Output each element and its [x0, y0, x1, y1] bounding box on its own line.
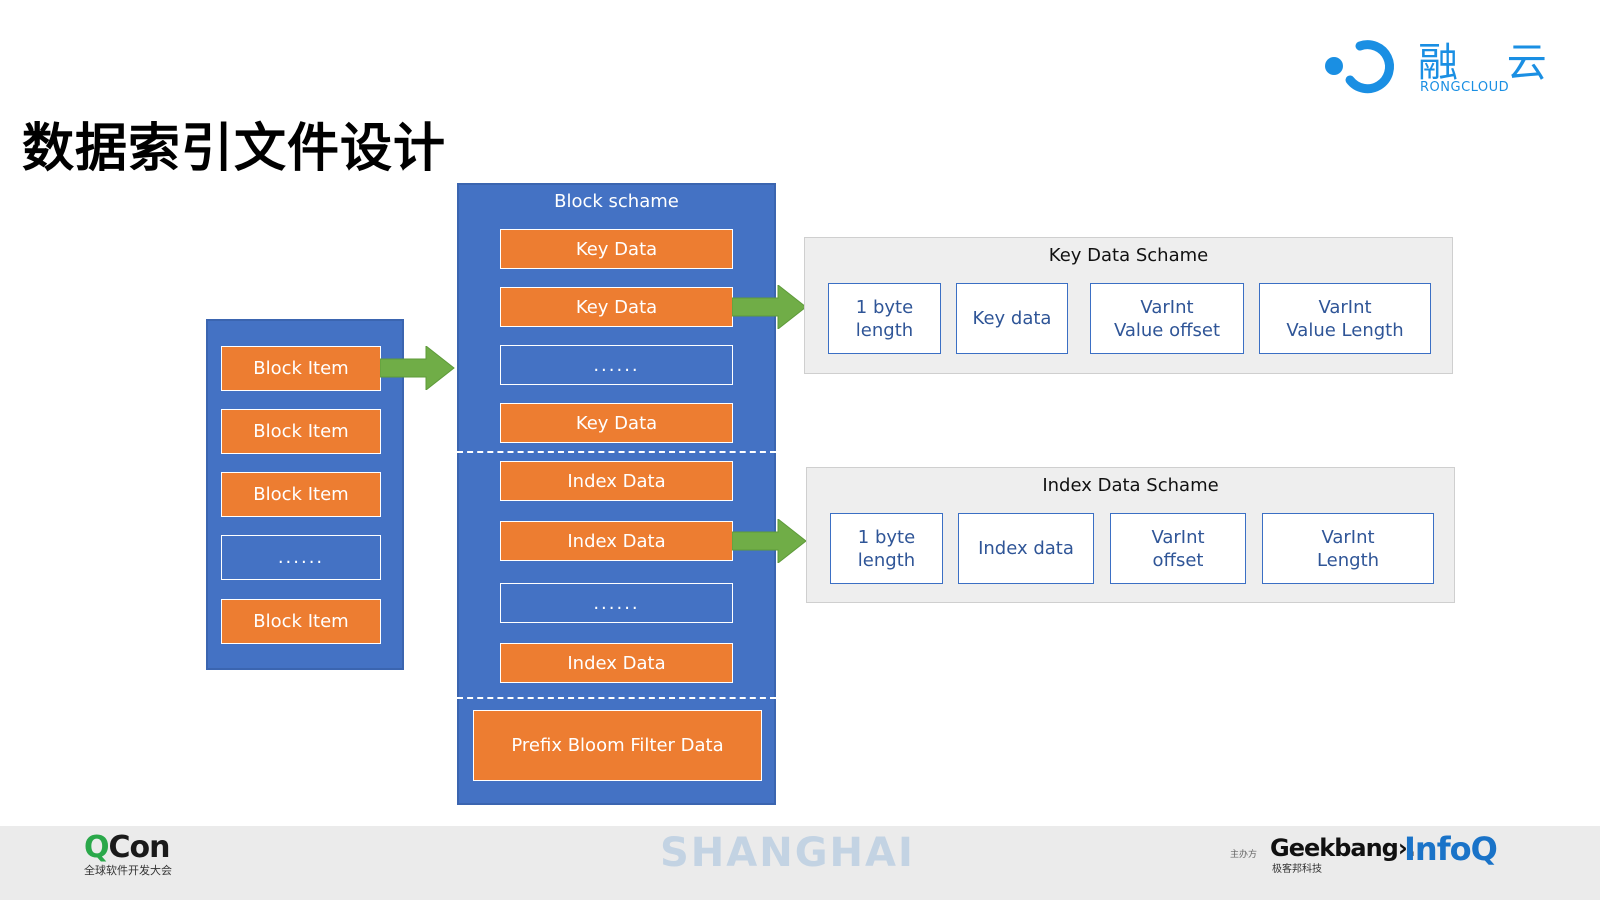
qcon-logo-con: Con: [108, 830, 171, 865]
block-item: Block Item: [221, 599, 381, 644]
block-item: Block Item: [221, 472, 381, 517]
key-field-length: 1 byte length: [828, 283, 941, 354]
block-item: Block Item: [221, 346, 381, 391]
block-item: Block Item: [221, 409, 381, 454]
geekbang-subtitle: 极客邦科技: [1272, 864, 1322, 875]
key-data-ellipsis: ......: [500, 345, 733, 385]
key-field-value-length: VarInt Value Length: [1259, 283, 1431, 354]
arrow-right-icon: [380, 346, 455, 390]
prefix-bloom-filter-data: Prefix Bloom Filter Data: [473, 710, 762, 781]
index-field-index-data: Index data: [958, 513, 1094, 584]
section-divider: [457, 697, 776, 699]
host-label: 主办方: [1230, 850, 1258, 860]
block-item-ellipsis: ......: [221, 535, 381, 580]
index-field-offset: VarInt offset: [1110, 513, 1246, 584]
key-field-value-offset: VarInt Value offset: [1090, 283, 1244, 354]
geekbang-logo: Geekbang›.: [1270, 834, 1416, 862]
key-data-item: Key Data: [500, 403, 733, 443]
block-schema-title: Block schame: [554, 191, 679, 212]
logo-text-cn: 融 云: [1418, 40, 1565, 86]
key-data-schema-title: Key Data Schame: [1048, 245, 1209, 266]
key-data-item: Key Data: [500, 287, 733, 327]
index-data-item: Index Data: [500, 643, 733, 683]
page-title: 数据索引文件设计: [22, 119, 447, 179]
city-label: SHANGHAI: [660, 830, 915, 876]
section-divider: [457, 451, 776, 453]
infoq-logo: InfoQ: [1404, 830, 1498, 868]
index-data-ellipsis: ......: [500, 583, 733, 623]
key-data-item: Key Data: [500, 229, 733, 269]
footer-bar: [0, 826, 1600, 900]
qcon-logo-q: Q: [84, 830, 109, 865]
index-data-schema-title: Index Data Schame: [1042, 475, 1219, 496]
logo-text-en: RONGCLOUD: [1420, 80, 1510, 95]
arrow-right-icon: [732, 285, 807, 329]
qcon-logo: QCon: [84, 830, 170, 865]
index-field-length-varint: VarInt Length: [1262, 513, 1434, 584]
index-data-item: Index Data: [500, 521, 733, 561]
index-field-length: 1 byte length: [830, 513, 943, 584]
rongcloud-logo-icon: [1325, 40, 1394, 94]
index-data-item: Index Data: [500, 461, 733, 501]
key-field-key-data: Key data: [956, 283, 1068, 354]
arrow-right-icon: [732, 519, 807, 563]
qcon-subtitle: 全球软件开发大会: [84, 864, 172, 877]
